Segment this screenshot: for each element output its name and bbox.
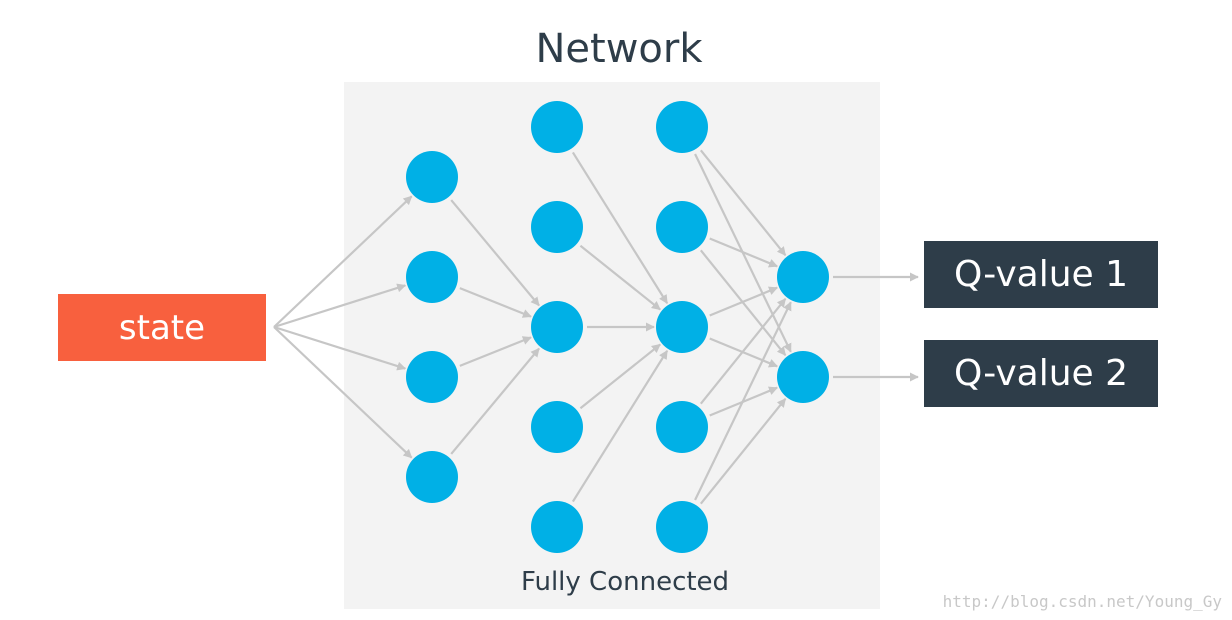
edge-h1-4-to-h2-3 bbox=[450, 347, 540, 455]
edge-state-to-h1-4 bbox=[273, 326, 413, 459]
q-value-1-box bbox=[924, 241, 1158, 308]
edge-h2-2-to-h3-3 bbox=[579, 244, 661, 311]
q-value-2-label: Q-value 2 bbox=[954, 353, 1128, 394]
edge-state-to-h1-2 bbox=[273, 283, 407, 329]
fully-connected-label: Fully Connected bbox=[521, 567, 729, 597]
edge-h1-2-to-h2-3 bbox=[459, 287, 532, 318]
state-box bbox=[58, 294, 266, 361]
node-h3-4 bbox=[656, 401, 708, 453]
edge-h3-5-to-out-1 bbox=[694, 301, 792, 501]
edge-h1-3-to-h2-3 bbox=[459, 336, 532, 367]
watermark: http://blog.csdn.net/Young_Gy bbox=[943, 592, 1223, 611]
node-h3-2 bbox=[656, 201, 708, 253]
edge-h3-3-to-out-1 bbox=[709, 286, 778, 317]
neuron-nodes bbox=[406, 101, 829, 553]
node-h3-3 bbox=[656, 301, 708, 353]
node-h2-4 bbox=[531, 401, 583, 453]
edge-state-to-h1-1 bbox=[273, 195, 413, 328]
node-h1-1 bbox=[406, 151, 458, 203]
node-h2-3 bbox=[531, 301, 583, 353]
node-out-2 bbox=[777, 351, 829, 403]
node-h2-2 bbox=[531, 201, 583, 253]
node-h3-5 bbox=[656, 501, 708, 553]
edge-h3-2-to-out-1 bbox=[709, 237, 778, 268]
edge-state-to-h1-3 bbox=[273, 325, 407, 371]
node-h1-4 bbox=[406, 451, 458, 503]
edge-h3-4-to-out-1 bbox=[699, 298, 787, 405]
node-h2-5 bbox=[531, 501, 583, 553]
node-h1-2 bbox=[406, 251, 458, 303]
q-value-2-box bbox=[924, 340, 1158, 407]
edge-h3-1-to-out-1 bbox=[699, 149, 787, 256]
edge-h1-1-to-h2-3 bbox=[450, 199, 540, 307]
edge-h2-1-to-h3-3 bbox=[571, 151, 669, 305]
node-h3-1 bbox=[656, 101, 708, 153]
edge-h2-5-to-h3-3 bbox=[571, 349, 669, 503]
network-title: Network bbox=[535, 26, 703, 72]
connection-edges bbox=[273, 149, 919, 505]
node-out-1 bbox=[777, 251, 829, 303]
node-h2-1 bbox=[531, 101, 583, 153]
edge-h2-4-to-h3-3 bbox=[579, 343, 661, 410]
node-h1-3 bbox=[406, 351, 458, 403]
edge-h3-5-to-out-2 bbox=[699, 398, 787, 505]
state-label: state bbox=[119, 308, 205, 348]
q-value-1-label: Q-value 1 bbox=[954, 254, 1128, 295]
